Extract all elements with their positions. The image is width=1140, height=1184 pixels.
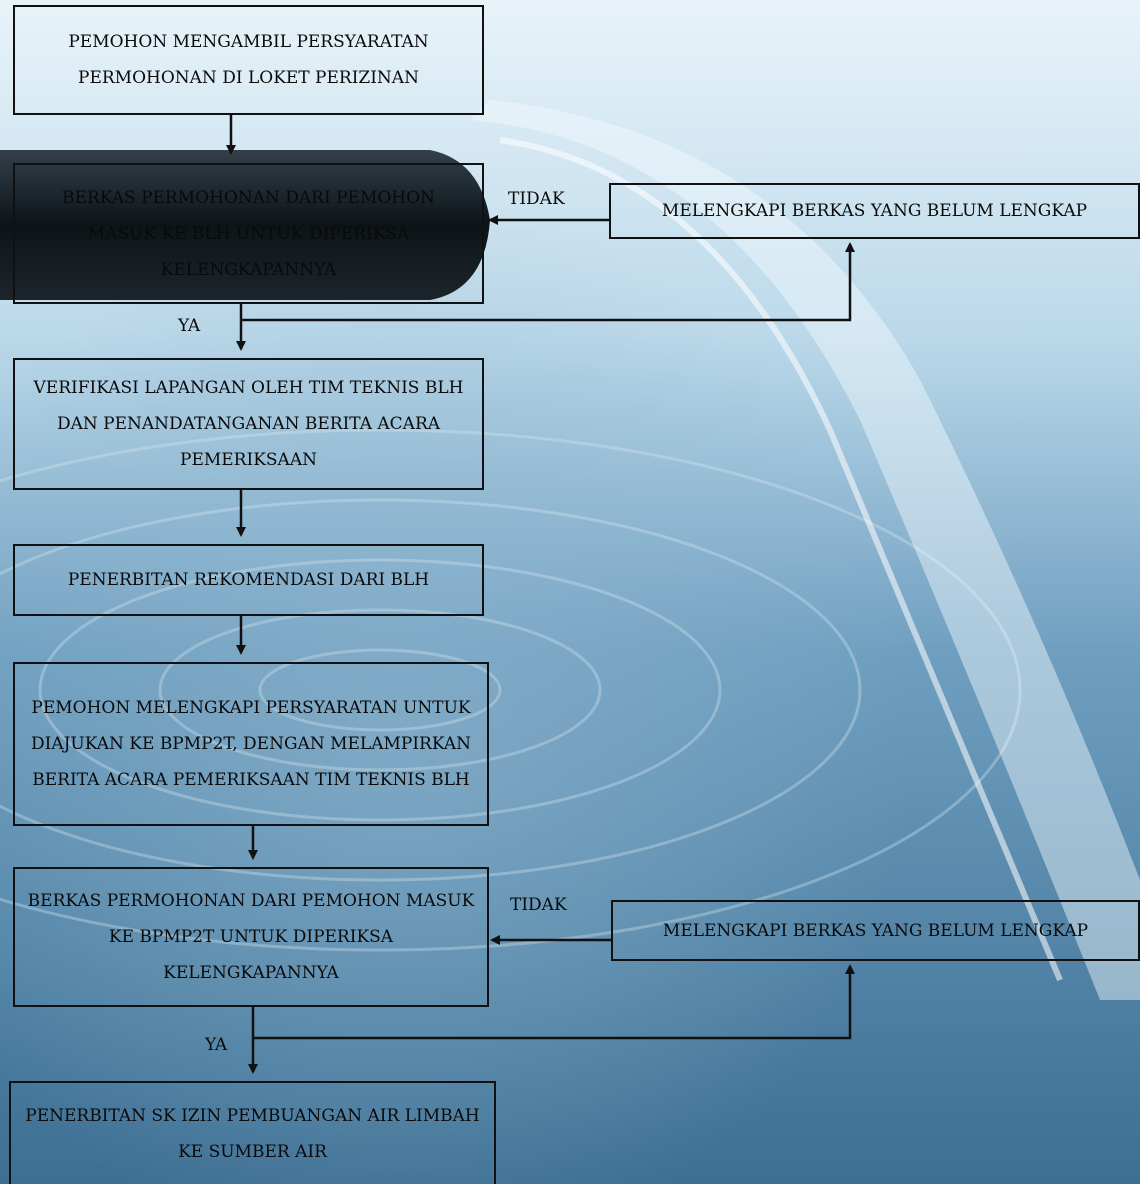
step-3-text: VERIFIKASI LAPANGAN OLEH TIM TEKNIS BLH … — [33, 378, 464, 470]
step-7-text: PENERBITAN SK IZIN PEMBUANGAN AIR LIMBAH… — [25, 1105, 480, 1162]
step-4-text: PENERBITAN REKOMENDASI DARI BLH — [67, 570, 430, 590]
fix-box-1: MELENGKAPI BERKAS YANG BELUM LENGKAP — [609, 183, 1140, 239]
step-5-box: PEMOHON MELENGKAPI PERSYARATAN UNTUK DIA… — [13, 662, 489, 826]
step-3-box: VERIFIKASI LAPANGAN OLEH TIM TEKNIS BLH … — [13, 358, 484, 490]
label-tidak-1: TIDAK — [508, 189, 565, 209]
step-5-text: PEMOHON MELENGKAPI PERSYARATAN UNTUK DIA… — [30, 698, 472, 790]
step-6-box: BERKAS PERMOHONAN DARI PEMOHON MASUK KE … — [13, 867, 489, 1007]
step-7-box: PENERBITAN SK IZIN PEMBUANGAN AIR LIMBAH… — [9, 1081, 496, 1184]
label-ya-1: YA — [178, 316, 201, 336]
step-2-box: BERKAS PERMOHONAN DARI PEMOHON MASUK KE … — [13, 163, 484, 304]
fix-box-2: MELENGKAPI BERKAS YANG BELUM LENGKAP — [611, 900, 1140, 961]
step-1-text: PEMOHON MENGAMBIL PERSYARATAN PERMOHONAN… — [68, 32, 429, 88]
step-2-text: BERKAS PERMOHONAN DARI PEMOHON MASUK KE … — [62, 187, 435, 280]
step-4-box: PENERBITAN REKOMENDASI DARI BLH — [13, 544, 484, 616]
label-ya-2: YA — [205, 1035, 228, 1055]
fix-box-1-text: MELENGKAPI BERKAS YANG BELUM LENGKAP — [661, 201, 1088, 221]
label-tidak-2: TIDAK — [510, 895, 567, 915]
step-6-text: BERKAS PERMOHONAN DARI PEMOHON MASUK KE … — [27, 891, 475, 983]
fix-box-2-text: MELENGKAPI BERKAS YANG BELUM LENGKAP — [662, 920, 1089, 941]
step-1-box: PEMOHON MENGAMBIL PERSYARATAN PERMOHONAN… — [13, 5, 484, 115]
